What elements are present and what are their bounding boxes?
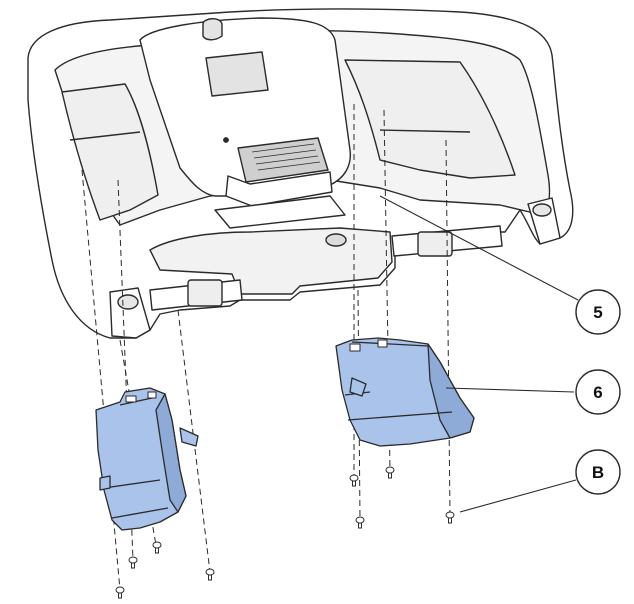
callout-5-label: 5: [593, 303, 602, 322]
screw-icon: [445, 511, 455, 524]
callout-6: 6: [575, 369, 621, 415]
leader-lines: [379, 195, 579, 513]
part-6-left-cover: [95, 387, 199, 531]
left-window: [61, 83, 159, 221]
screws: [115, 466, 455, 599]
right-window: [344, 59, 516, 179]
display-button-dot: [223, 137, 229, 143]
leader-b: [459, 479, 577, 513]
left-collar: [187, 279, 223, 307]
screw-icon: [152, 541, 162, 554]
leader-6: [445, 387, 575, 393]
callout-6-label: 6: [593, 383, 602, 402]
screw-icon: [385, 466, 395, 479]
leader-5: [379, 195, 579, 301]
screw-icon: [355, 516, 365, 529]
screw-icon: [128, 556, 138, 569]
part-6-right-cover: [335, 337, 475, 447]
screw-icon: [205, 568, 215, 581]
speaker-grille: [225, 137, 333, 207]
display-screen: [205, 51, 269, 97]
callout-b: B: [575, 449, 621, 495]
callout-b-label: B: [592, 463, 604, 482]
screw-icon: [349, 474, 359, 487]
screw-icon: [115, 586, 125, 599]
tray-knob: [325, 233, 347, 247]
top-knob: [202, 18, 223, 41]
callout-5: 5: [575, 289, 621, 335]
right-collar: [417, 231, 453, 257]
console-frame: [27, 8, 574, 339]
